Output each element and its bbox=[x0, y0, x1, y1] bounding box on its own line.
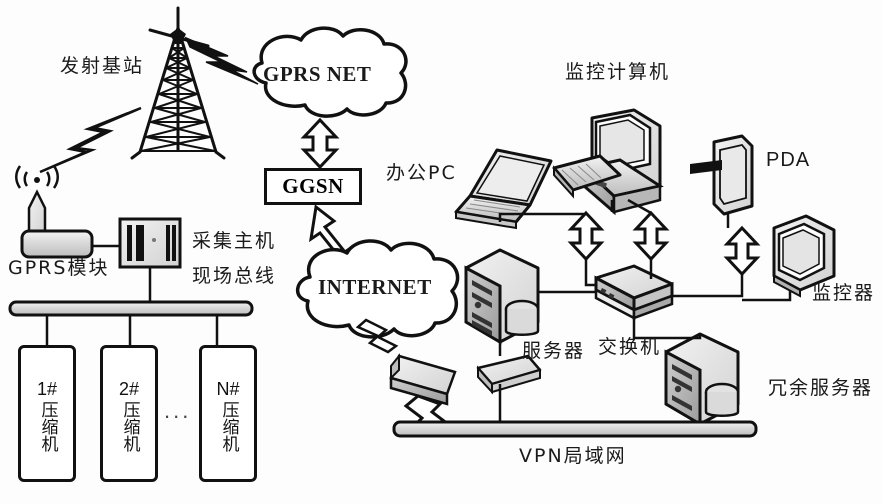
compressor-n[interactable]: N# 压缩机 bbox=[199, 345, 257, 482]
vpn-lan-bar bbox=[392, 420, 758, 438]
antenna-icon bbox=[15, 165, 59, 238]
redundant-server-icon bbox=[664, 332, 740, 427]
compressor-ellipsis: ... bbox=[164, 398, 192, 423]
compressor-2-name: 压缩机 bbox=[119, 401, 140, 453]
gprs-module-icon bbox=[20, 229, 94, 259]
switch-label: 交换机 bbox=[598, 336, 662, 358]
collection-host-icon bbox=[118, 217, 182, 269]
radio-wave-icon bbox=[39, 106, 142, 174]
crt-monitor-icon bbox=[772, 214, 836, 298]
ggsn-box[interactable]: GGSN bbox=[264, 168, 362, 205]
collection-host-label: 采集主机 bbox=[192, 230, 277, 252]
double-arrow-icon bbox=[567, 210, 761, 277]
right-network-wires bbox=[498, 198, 792, 426]
office-pc-label: 办公PC bbox=[386, 162, 457, 184]
gprs-net-cloud bbox=[252, 26, 408, 118]
internet-cloud bbox=[296, 239, 460, 339]
pda-label: PDA bbox=[766, 149, 811, 171]
compressor-1-name: 压缩机 bbox=[37, 401, 58, 453]
network-switch-icon bbox=[594, 264, 674, 321]
double-arrow-icon bbox=[355, 318, 399, 354]
gprs-net-label: GPRS NET bbox=[263, 62, 372, 86]
base-station-label: 发射基站 bbox=[60, 55, 145, 77]
radio-wave-icon bbox=[184, 36, 259, 85]
left-network-wires bbox=[92, 244, 152, 303]
field-bus-label: 现场总线 bbox=[192, 265, 277, 287]
gprs-module-label: GPRS模块 bbox=[8, 257, 110, 279]
ggsn-label: GGSN bbox=[282, 174, 344, 198]
router-icon bbox=[389, 353, 457, 406]
field-bus-bar bbox=[8, 300, 254, 317]
internet-label: INTERNET bbox=[318, 275, 432, 299]
compressor-2[interactable]: 2# 压缩机 bbox=[100, 345, 158, 482]
compressor-1[interactable]: 1# 压缩机 bbox=[18, 345, 76, 482]
redundant-server-label: 冗余服务器 bbox=[768, 377, 874, 399]
compressor-n-number: N# bbox=[216, 378, 240, 399]
compressor-n-name: 压缩机 bbox=[218, 401, 239, 453]
keyboard-icon bbox=[552, 154, 622, 199]
vpn-lan-label: VPN局域网 bbox=[519, 445, 627, 467]
compressor-2-number: 2# bbox=[118, 378, 140, 399]
monitor-device-label: 监控器 bbox=[812, 282, 876, 304]
laptop-icon bbox=[454, 148, 553, 230]
double-arrow-icon bbox=[300, 117, 340, 170]
server-label: 服务器 bbox=[522, 340, 586, 362]
transmission-tower-icon bbox=[130, 6, 226, 160]
pda-device-icon bbox=[690, 134, 754, 216]
server-tower-icon bbox=[464, 248, 540, 345]
compressor-1-number: 1# bbox=[36, 378, 58, 399]
router-icon bbox=[476, 354, 542, 395]
field-bus-drops bbox=[45, 315, 219, 345]
monitoring-computer-label: 监控计算机 bbox=[565, 61, 671, 83]
